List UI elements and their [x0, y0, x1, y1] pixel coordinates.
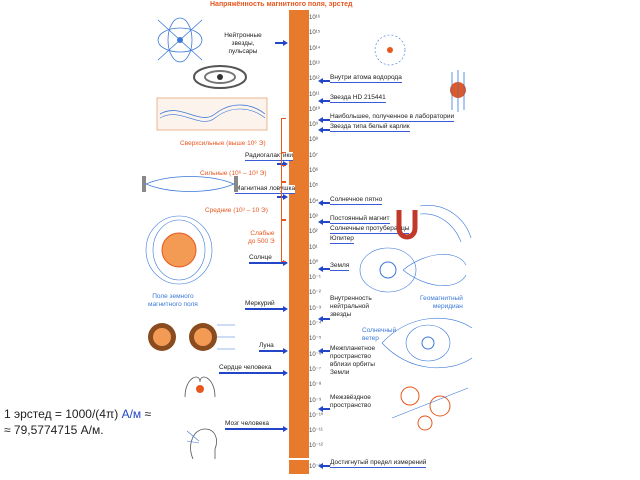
- bracket-weak: [281, 220, 286, 262]
- earth-illustration: [358, 240, 468, 300]
- scale-tick: 10⁻²: [309, 289, 321, 298]
- arrowhead-white-dwarf: [318, 127, 323, 133]
- scale-tick: 10⁻¹²: [309, 442, 321, 451]
- bracket-medium: [281, 182, 286, 220]
- magnetic-trap-illustration: [140, 172, 240, 196]
- arrowhead-measurement-limit: [318, 463, 323, 469]
- scale-tick: 10⁻¹¹: [309, 427, 321, 436]
- scale-tick: 10⁵: [309, 182, 321, 191]
- label-white-dwarf: Звезда типа белый карлик: [330, 123, 410, 132]
- scale-tick: 10⁸: [309, 136, 321, 145]
- label-jupiter: Юпитер: [330, 235, 354, 244]
- arrow-earth-core: [322, 318, 330, 320]
- scale-tick: 10⁻⁹: [309, 397, 321, 406]
- arrow-human-brain: [225, 428, 284, 430]
- label-lab-max: Наибольшее, полученное в лаборатории: [330, 113, 454, 122]
- arrowhead-moon: [283, 348, 288, 354]
- scale-tick: 10⁻⁷: [309, 366, 321, 375]
- heart-illustration: [180, 367, 220, 402]
- hydrogen-atom-illustration: [370, 30, 410, 70]
- scale-tick: 10¹: [309, 244, 321, 253]
- formula-unit-link[interactable]: А/м: [122, 407, 142, 421]
- label-measurement-limit: Достигнутый предел измерений: [330, 459, 426, 468]
- arrow-lab-max: [322, 119, 330, 121]
- label-interstellar: Межзвёздное пространство: [330, 394, 378, 410]
- brain-illustration: [185, 425, 220, 463]
- bracket-strong: [281, 152, 286, 182]
- scale-tick: 10⁷: [309, 152, 321, 161]
- label-hydrogen-atom: Внутри атома водорода: [330, 74, 402, 83]
- scale-tick: 10¹⁶: [309, 14, 321, 23]
- label-neutron-stars: Нейтронные звезды, пульсары: [213, 32, 273, 56]
- formula-line1-prefix: 1 эрстед = 1000/(4π): [4, 407, 122, 421]
- arrow-interplanetary: [322, 350, 330, 352]
- category-weak: Слабые до 500 Э: [248, 230, 275, 246]
- formula-line1-suffix: ≈: [141, 407, 151, 421]
- arrowhead-interstellar: [318, 406, 323, 412]
- scale-tick: 10⁻³: [309, 305, 321, 314]
- label-interplanetary: Межпланетное пространство вблизи орбиты …: [330, 345, 382, 377]
- galaxy-illustration: [190, 62, 250, 92]
- arrow-sunspot: [322, 202, 330, 204]
- arrow-sun: [249, 262, 284, 264]
- arrowhead-star-hd: [318, 98, 323, 104]
- category-medium: Средние (10³ – 10 Э): [205, 207, 268, 215]
- mercury-illustration: [145, 315, 235, 360]
- field-scale-bar-bottom: [289, 460, 309, 474]
- scale-tick: 10¹³: [309, 60, 321, 69]
- scale-tick: 10²: [309, 228, 321, 237]
- arrowhead-human-heart: [283, 370, 288, 376]
- scale-tick: 10¹⁰: [309, 106, 321, 115]
- arrowhead-lab-max: [318, 117, 323, 123]
- label-magnetic-trap: Магнитная ловушка: [235, 185, 295, 194]
- arrow-white-dwarf: [322, 129, 330, 131]
- arrowhead-mercury: [283, 306, 288, 312]
- neutron-star-illustration: [150, 12, 210, 67]
- arrow-mercury: [245, 308, 284, 310]
- star-field-illustration: [438, 68, 478, 113]
- solar-wind-illustration: [380, 308, 475, 378]
- label-star-hd: Звезда HD 215441: [330, 94, 386, 103]
- arrow-star-hd: [322, 100, 330, 102]
- arrow-interstellar: [322, 408, 330, 410]
- formula-line2: ≈ 79,5774715 А/м.: [4, 422, 151, 438]
- field-scale-bar: [289, 10, 309, 458]
- category-superstrong: Сверхсильные (выше 10⁶ Э): [180, 140, 266, 148]
- label-earth: Земля: [330, 262, 349, 271]
- arrowhead-hydrogen-atom: [318, 78, 323, 84]
- arrowhead-earth: [318, 266, 323, 272]
- scale-tick: 10¹⁵: [309, 29, 321, 38]
- label-sunspot: Солнечное пятно: [330, 196, 382, 205]
- page-title: Напряжённость магнитного поля, эрстед: [210, 1, 352, 8]
- scale-tick: 10⁻¹: [309, 274, 321, 283]
- arrowhead-neutron-stars: [283, 40, 288, 46]
- arrow-measurement-limit: [322, 465, 330, 467]
- arrow-hydrogen-atom: [322, 80, 330, 82]
- label-permanent-magnet: Постоянный магнит: [330, 215, 390, 224]
- category-earth-field: Поле земного магнитного поля: [148, 293, 198, 309]
- scale-tick: 10⁻¹⁰: [309, 412, 321, 421]
- scale-tick: 10¹⁴: [309, 45, 321, 54]
- arrow-earth: [322, 268, 330, 270]
- interstellar-illustration: [390, 378, 470, 433]
- arrowhead-sunspot: [318, 200, 323, 206]
- scale-tick: 10⁻⁸: [309, 381, 321, 390]
- scale-tick: 10⁶: [309, 167, 321, 176]
- scale-tick: 10⁻⁵: [309, 335, 321, 344]
- arrow-moon: [259, 350, 284, 352]
- oersted-conversion: 1 эрстед = 1000/(4π) А/м ≈ ≈ 79,5774715 …: [4, 406, 151, 438]
- arrow-permanent-magnet: [322, 221, 330, 223]
- arrowhead-earth-core: [318, 316, 323, 322]
- sun-illustration: [143, 214, 213, 289]
- arrowhead-interplanetary: [318, 348, 323, 354]
- arrowhead-human-brain: [283, 426, 288, 432]
- radio-galaxy-illustration: [155, 96, 270, 132]
- arrowhead-permanent-magnet: [318, 219, 323, 225]
- arrow-human-heart: [219, 372, 284, 374]
